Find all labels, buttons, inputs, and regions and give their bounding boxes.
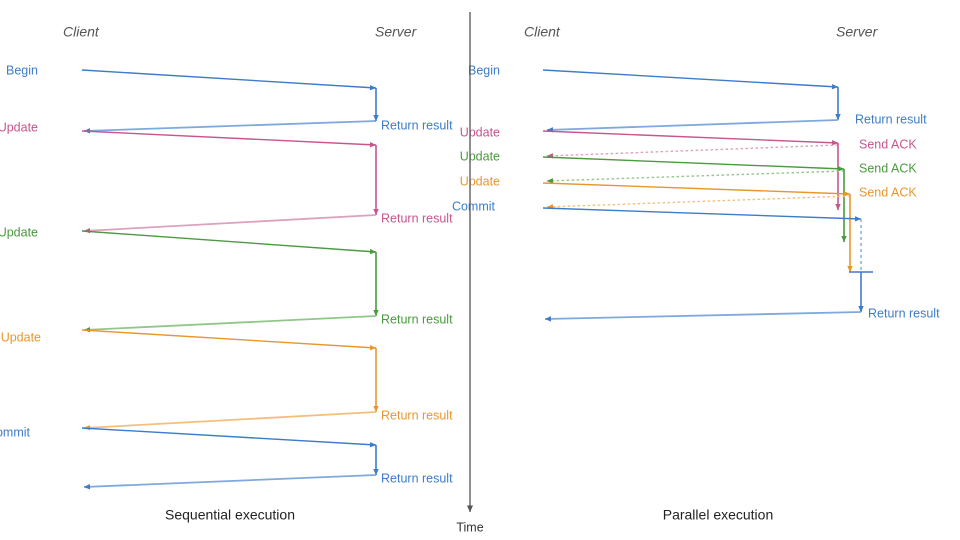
request-arrow bbox=[542, 69, 839, 90]
message-sequential-update2: Update bbox=[0, 225, 377, 255]
message-sequential-update1: Update bbox=[0, 120, 377, 148]
message-sequential-ret-update1: Return result bbox=[83, 211, 453, 234]
response-arrow bbox=[83, 120, 377, 134]
message-parallel-update3: Update bbox=[460, 174, 851, 197]
message-label-begin: Begin bbox=[6, 63, 38, 77]
lane-title-client: Client bbox=[524, 24, 561, 40]
message-label-update1: Update bbox=[460, 125, 500, 139]
ack-arrow bbox=[546, 195, 851, 210]
message-label-update2: Update bbox=[0, 225, 38, 239]
lane-title-server: Server bbox=[836, 24, 879, 40]
lane-title-server: Server bbox=[375, 24, 418, 40]
message-sequential-ret-commit: Return result bbox=[83, 471, 453, 490]
request-arrow bbox=[81, 427, 377, 448]
message-label-ret-update1: Return result bbox=[381, 211, 453, 225]
message-label-update2: Update bbox=[460, 149, 500, 163]
request-arrow bbox=[542, 156, 845, 172]
message-label-ret-commit: Return result bbox=[381, 471, 453, 485]
message-sequential-commit: Commit bbox=[0, 425, 377, 448]
response-arrow bbox=[83, 474, 377, 490]
message-parallel-begin: Begin bbox=[468, 63, 839, 90]
request-arrow bbox=[542, 207, 862, 222]
request-arrow bbox=[81, 329, 377, 351]
message-label-commit: Commit bbox=[0, 425, 31, 439]
message-parallel-commit: Commit bbox=[452, 199, 862, 222]
message-label-update3: Update bbox=[1, 330, 41, 344]
message-parallel-ack1: Send ACK bbox=[546, 137, 917, 159]
panel-caption-parallel: Parallel execution bbox=[663, 507, 774, 523]
time-axis-group: Time bbox=[456, 12, 484, 534]
time-axis-label: Time bbox=[456, 520, 483, 534]
message-label-ret-update2: Return result bbox=[381, 312, 453, 326]
message-sequential-begin: Begin bbox=[6, 63, 377, 91]
request-arrow bbox=[81, 69, 377, 91]
request-arrow bbox=[81, 130, 377, 148]
message-label-ack3: Send ACK bbox=[859, 185, 917, 199]
message-parallel-ret-begin: Return result bbox=[546, 112, 927, 133]
message-label-update1: Update bbox=[0, 120, 38, 134]
message-parallel-ret-commit: Return result bbox=[544, 306, 940, 322]
message-label-ack1: Send ACK bbox=[859, 137, 917, 151]
message-label-begin: Begin bbox=[468, 63, 500, 77]
message-label-ret-commit: Return result bbox=[868, 306, 940, 320]
request-arrow bbox=[542, 130, 839, 146]
message-parallel-update1: Update bbox=[460, 125, 839, 146]
message-sequential-update3: Update bbox=[1, 329, 377, 351]
response-arrow bbox=[83, 214, 377, 234]
message-sequential-ret-update2: Return result bbox=[83, 312, 453, 333]
response-arrow bbox=[544, 311, 862, 322]
message-parallel-ack2: Send ACK bbox=[546, 161, 917, 184]
response-arrow bbox=[83, 411, 377, 431]
message-label-ret-begin: Return result bbox=[381, 118, 453, 132]
panel-caption-sequential: Sequential execution bbox=[165, 507, 295, 523]
request-arrow bbox=[542, 182, 851, 197]
ack-arrow bbox=[546, 144, 839, 159]
message-label-ack2: Send ACK bbox=[859, 161, 917, 175]
ack-arrow bbox=[546, 170, 845, 184]
message-label-commit: Commit bbox=[452, 199, 496, 213]
message-label-ret-begin: Return result bbox=[855, 112, 927, 126]
lane-title-client: Client bbox=[63, 24, 100, 40]
message-parallel-ack3: Send ACK bbox=[546, 185, 917, 210]
message-sequential-ret-update3: Return result bbox=[83, 408, 453, 431]
message-label-ret-update3: Return result bbox=[381, 408, 453, 422]
message-label-update3: Update bbox=[460, 174, 500, 188]
response-arrow bbox=[83, 315, 377, 333]
message-sequential-ret-begin: Return result bbox=[83, 118, 453, 134]
request-arrow bbox=[81, 230, 377, 255]
response-arrow bbox=[546, 119, 839, 133]
